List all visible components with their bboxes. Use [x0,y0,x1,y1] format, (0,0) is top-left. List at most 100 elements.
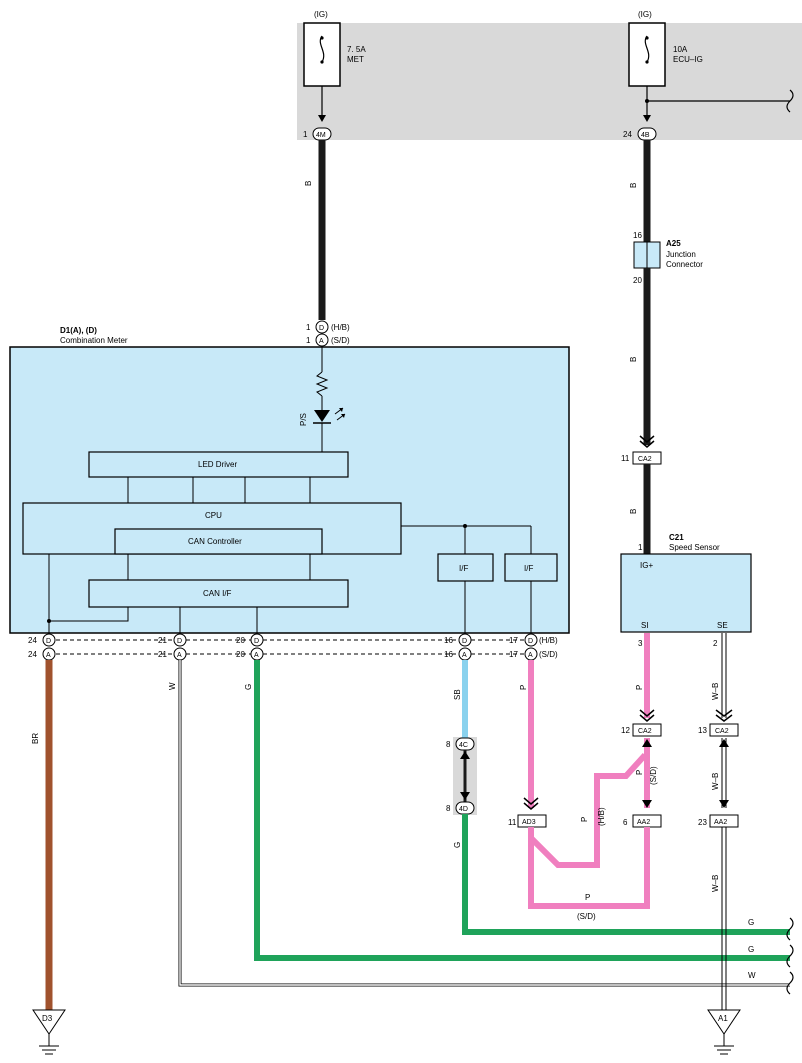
wire-g2 [462,814,790,935]
svg-text:W–B: W–B [711,773,720,790]
meter-bottom-pins-a: 24 A 21 A 20 A 16 A 17 A (S/D) [28,647,558,661]
svg-text:4D: 4D [459,806,468,813]
connector-4d: 8 4D [446,801,475,815]
svg-text:AD3: AD3 [522,819,536,826]
svg-text:7. 5A: 7. 5A [347,45,366,54]
svg-text:20: 20 [236,636,245,645]
svg-text:20: 20 [633,276,642,285]
svg-text:16: 16 [633,231,642,240]
svg-text:BR: BR [31,733,40,744]
connector-ca2-p: 12 CA2 [621,723,662,737]
wire-p-hb [528,752,648,868]
svg-text:24: 24 [28,636,37,645]
wire-g [254,660,790,961]
svg-text:16: 16 [444,636,453,645]
svg-text:A: A [462,652,467,659]
svg-text:Junction: Junction [666,250,696,259]
svg-text:(S/D): (S/D) [331,336,350,345]
svg-text:Connector: Connector [666,260,703,269]
svg-text:6: 6 [623,818,628,827]
svg-text:21: 21 [158,650,167,659]
svg-text:8: 8 [446,740,451,749]
svg-text:C21: C21 [669,533,684,542]
svg-text:(H/B): (H/B) [539,636,558,645]
svg-text:CA2: CA2 [638,456,652,463]
svg-text:17: 17 [509,636,518,645]
svg-text:1: 1 [303,130,308,139]
svg-text:W–B: W–B [711,875,720,892]
svg-text:Speed Sensor: Speed Sensor [669,543,720,552]
svg-text:P: P [580,817,589,822]
svg-text:B: B [304,181,313,186]
svg-text:CAN Controller: CAN Controller [188,537,242,546]
wire-wb: W–B [711,633,733,722]
svg-text:P/S: P/S [299,413,308,426]
svg-text:P: P [585,893,590,902]
svg-text:D3: D3 [42,1014,53,1023]
svg-text:23: 23 [698,818,707,827]
svg-text:SE: SE [717,621,728,630]
svg-text:17: 17 [509,650,518,659]
connector-ca2-wb: 13 CA2 [698,723,739,737]
fuse-met: (IG) 7. 5A MET 1 4M [303,10,366,141]
ground-a1: A1 [707,1009,741,1055]
svg-text:1: 1 [306,323,311,332]
svg-text:(S/D): (S/D) [539,650,558,659]
svg-text:A: A [46,652,51,659]
svg-text:A: A [319,338,324,345]
svg-text:10A: 10A [673,45,688,54]
svg-text:I/F: I/F [524,564,533,573]
svg-text:3: 3 [638,639,643,648]
svg-text:G: G [748,918,754,927]
svg-text:Combination Meter: Combination Meter [60,336,128,345]
svg-text:12: 12 [621,726,630,735]
svg-text:CPU: CPU [205,511,222,520]
fuse-box-area [297,23,802,140]
speed-sensor-c21: C21 Speed Sensor 1 IG+ SI SE 3 2 [620,533,752,648]
svg-text:A: A [254,652,259,659]
svg-text:(IG): (IG) [314,10,328,19]
svg-text:D1(A), (D): D1(A), (D) [60,326,97,335]
svg-text:A: A [177,652,182,659]
svg-text:(IG): (IG) [638,10,652,19]
svg-text:24: 24 [623,130,632,139]
meter-bottom-pins-d: 24 D 21 D 20 D 16 D 17 D (H/B) [28,633,558,647]
svg-text:IG+: IG+ [640,561,653,570]
svg-text:D: D [177,638,182,645]
svg-text:13: 13 [698,726,707,735]
svg-text:D: D [528,638,533,645]
svg-text:1: 1 [306,336,311,345]
svg-text:A25: A25 [666,239,681,248]
connector-4c: 8 4C [446,737,475,751]
svg-text:21: 21 [158,636,167,645]
svg-text:11: 11 [621,454,630,463]
svg-text:AA2: AA2 [714,819,727,826]
svg-text:(H/B): (H/B) [597,807,606,826]
svg-text:D: D [319,325,324,332]
svg-text:(S/D): (S/D) [649,766,658,785]
svg-text:4C: 4C [459,742,468,749]
connector-ad3: 11 AD3 [508,814,547,828]
svg-text:G: G [244,684,253,690]
svg-text:D: D [254,638,259,645]
connector-aa2-wb: 23 AA2 [698,814,739,828]
svg-text:8: 8 [446,804,451,813]
svg-text:G: G [748,945,754,954]
svg-text:A1: A1 [718,1014,728,1023]
svg-text:W: W [168,682,177,690]
svg-text:MET: MET [347,55,364,64]
connector-ca2-b: 11 CA2 [621,451,662,465]
combination-meter: D1(A), (D) Combination Meter 1 D (H/B) 1… [9,320,570,640]
svg-text:D: D [462,638,467,645]
fuse-ecu-ig: (IG) 10A ECU–IG 24 4B [623,10,794,141]
svg-text:(S/D): (S/D) [577,912,596,921]
svg-text:P: P [635,685,644,690]
svg-text:24: 24 [28,650,37,659]
svg-text:G: G [453,842,462,848]
svg-text:16: 16 [444,650,453,659]
svg-text:11: 11 [508,818,517,827]
svg-text:CAN I/F: CAN I/F [203,589,232,598]
svg-text:P: P [519,685,528,690]
svg-text:(H/B): (H/B) [331,323,350,332]
